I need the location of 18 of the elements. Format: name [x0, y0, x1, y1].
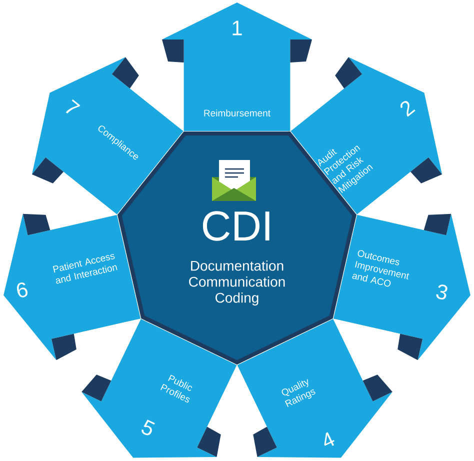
- step-label: Reimbursement: [204, 110, 270, 116]
- step-number: 5: [142, 420, 155, 436]
- step-number: 2: [400, 100, 416, 117]
- arrow-box: [237, 318, 392, 458]
- arrow-box: [82, 318, 237, 458]
- step-number: 6: [17, 282, 28, 298]
- step-number: 3: [436, 284, 448, 300]
- step-number: 7: [66, 99, 80, 114]
- arrow-box: [162, 2, 312, 131]
- step-number: 1: [232, 20, 242, 36]
- arrow-box: [333, 214, 470, 360]
- subtitle-text: Documentation Communication Coding: [189, 260, 285, 306]
- arrow-box: [290, 57, 442, 214]
- title-text: CDI: [202, 211, 270, 241]
- step-label: Patient Access and Interaction: [52, 254, 118, 284]
- arrow-box: [4, 214, 141, 360]
- step-number: 4: [324, 432, 334, 446]
- arrow-box: [32, 57, 184, 214]
